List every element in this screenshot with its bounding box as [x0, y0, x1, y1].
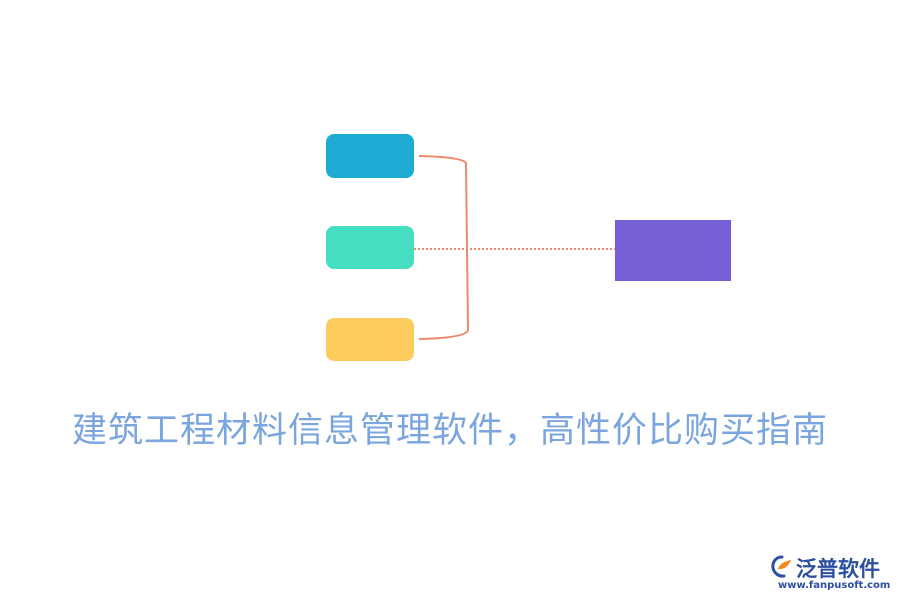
- diagram-box-target: [615, 220, 731, 281]
- page-title: 建筑工程材料信息管理软件，高性价比购买指南: [71, 411, 828, 451]
- logo-name: 泛普软件: [796, 557, 880, 581]
- logo-url: www.fanpusoft.com: [778, 580, 891, 591]
- brand-logo[interactable]: 泛普软件 www.fanpusoft.com: [770, 553, 895, 593]
- fanpu-logo-icon: [771, 555, 791, 578]
- diagram-box-middle: [326, 226, 414, 269]
- bracket-connector: [418, 155, 470, 340]
- diagram-box-bottom: [326, 318, 414, 361]
- diagram-box-top: [326, 134, 414, 178]
